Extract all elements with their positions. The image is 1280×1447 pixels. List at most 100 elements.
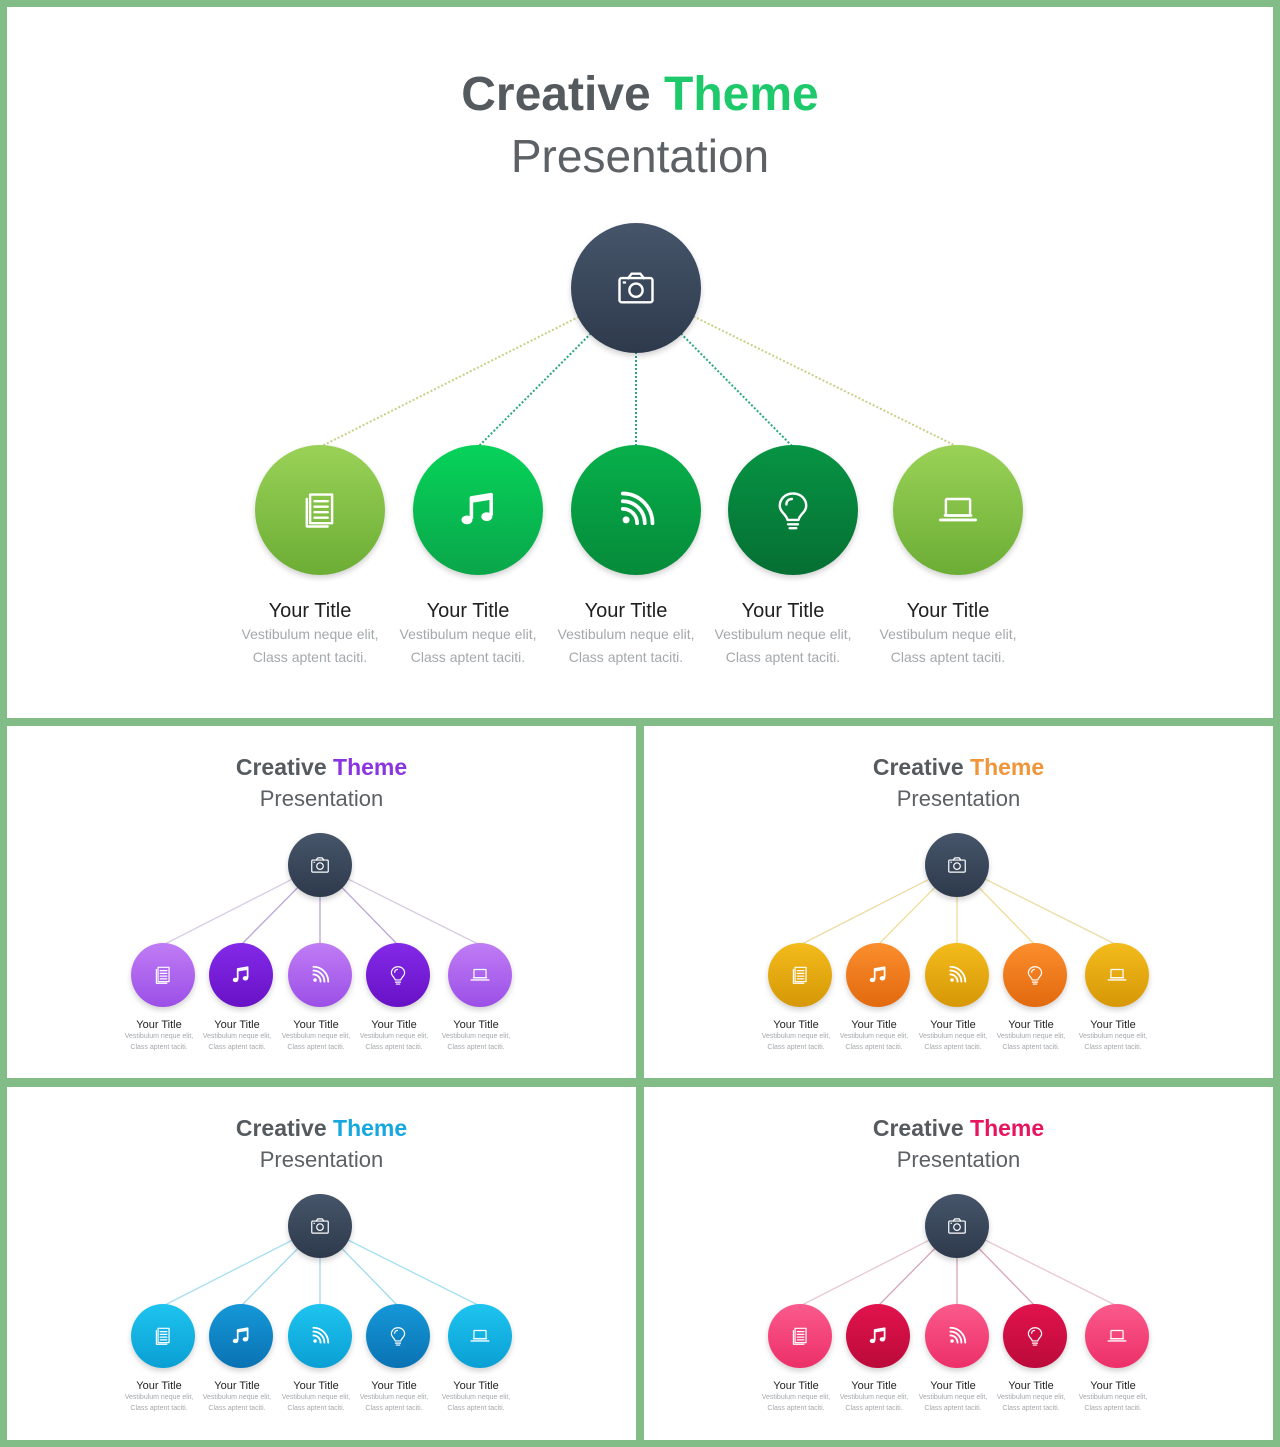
item-desc-line2: Class aptent taciti. (1084, 1044, 1142, 1051)
lightbulb-icon (1024, 964, 1046, 986)
item-node-3 (925, 943, 989, 1007)
slide-subtitle: Presentation (259, 786, 384, 811)
hub-node (925, 833, 989, 897)
hub-node (925, 1194, 989, 1258)
item-desc-line1: Vestibulum neque elit, (1078, 1394, 1148, 1401)
item-node-4 (1003, 943, 1067, 1007)
item-node-4 (1003, 1304, 1067, 1368)
laptop-icon (469, 964, 491, 986)
music-note-icon (456, 488, 500, 532)
item-node-3 (571, 445, 701, 575)
item-desc-line2: Class aptent taciti. (447, 1044, 505, 1051)
item-title: Your Title (741, 600, 825, 622)
lightbulb-icon (1024, 1325, 1046, 1347)
item-desc-line2: Class aptent taciti. (447, 1405, 505, 1412)
item-node-4 (728, 445, 858, 575)
item-desc-line1: Vestibulum neque elit, (281, 1394, 351, 1401)
item-desc-line2: Class aptent taciti. (1002, 1044, 1060, 1051)
item-desc-line2: Class aptent taciti. (365, 1405, 423, 1412)
document-icon (152, 964, 174, 986)
item-desc-line2: Class aptent taciti. (767, 1044, 825, 1051)
item-title: Your Title (371, 1019, 417, 1031)
hub-node (571, 223, 701, 353)
item-title: Your Title (453, 1019, 499, 1031)
item-node-1 (131, 1304, 195, 1368)
item-desc-line1: Vestibulum neque elit, (202, 1394, 272, 1401)
camera-icon (309, 1215, 331, 1237)
item-desc-line2: Class aptent taciti. (365, 1044, 423, 1051)
item-desc-line1: Vestibulum neque elit, (241, 626, 379, 642)
title-accent-word: Theme (664, 68, 819, 121)
hub-node (288, 1194, 352, 1258)
item-desc-line2: Class aptent taciti. (845, 1405, 903, 1412)
item-desc-line1: Vestibulum neque elit, (281, 1033, 351, 1040)
item-desc-line1: Vestibulum neque elit, (441, 1033, 511, 1040)
item-node-3 (288, 943, 352, 1007)
item-node-2 (846, 1304, 910, 1368)
item-desc-line2: Class aptent taciti. (208, 1405, 266, 1412)
item-title: Your Title (1090, 1380, 1136, 1392)
item-desc-line1: Vestibulum neque elit, (839, 1394, 909, 1401)
item-desc-line1: Vestibulum neque elit, (557, 626, 695, 642)
item-node-3 (288, 1304, 352, 1368)
document-icon (152, 1325, 174, 1347)
item-desc-line1: Vestibulum neque elit, (714, 626, 852, 642)
lightbulb-icon (387, 1325, 409, 1347)
laptop-icon (469, 1325, 491, 1347)
title-accent-word: Theme (970, 754, 1045, 780)
item-desc-line1: Vestibulum neque elit, (761, 1394, 831, 1401)
item-desc-line2: Class aptent taciti. (130, 1044, 188, 1051)
lightbulb-icon (771, 488, 815, 532)
item-desc-line2: Class aptent taciti. (208, 1044, 266, 1051)
item-desc-line2: Class aptent taciti. (845, 1044, 903, 1051)
item-title: Your Title (136, 1019, 182, 1031)
item-title: Your Title (851, 1019, 897, 1031)
item-node-5 (448, 943, 512, 1007)
item-node-2 (209, 943, 273, 1007)
item-node-1 (768, 943, 832, 1007)
camera-icon (946, 1215, 968, 1237)
item-desc-line1: Vestibulum neque elit, (441, 1394, 511, 1401)
item-node-2 (209, 1304, 273, 1368)
laptop-icon (1106, 964, 1128, 986)
item-desc-line1: Vestibulum neque elit, (918, 1394, 988, 1401)
item-title: Your Title (773, 1380, 819, 1392)
slide-title: Creative Theme (872, 1115, 1045, 1141)
item-title: Your Title (773, 1019, 819, 1031)
item-title: Your Title (584, 600, 668, 622)
document-icon (298, 488, 342, 532)
item-node-5 (893, 445, 1023, 575)
slide-title: Creative Theme (461, 68, 819, 121)
slide-subtitle: Presentation (259, 1147, 384, 1172)
item-desc-line1: Vestibulum neque elit, (1078, 1033, 1148, 1040)
item-node-5 (448, 1304, 512, 1368)
camera-icon (946, 854, 968, 876)
item-desc-line2: Class aptent taciti. (924, 1044, 982, 1051)
rss-feed-icon (946, 964, 968, 986)
item-desc-line2: Class aptent taciti. (924, 1405, 982, 1412)
item-desc-line1: Vestibulum neque elit, (202, 1033, 272, 1040)
document-icon (789, 1325, 811, 1347)
item-title: Your Title (1008, 1380, 1054, 1392)
item-title: Your Title (293, 1019, 339, 1031)
item-desc-line1: Vestibulum neque elit, (399, 626, 537, 642)
item-title: Your Title (851, 1380, 897, 1392)
lightbulb-icon (387, 964, 409, 986)
